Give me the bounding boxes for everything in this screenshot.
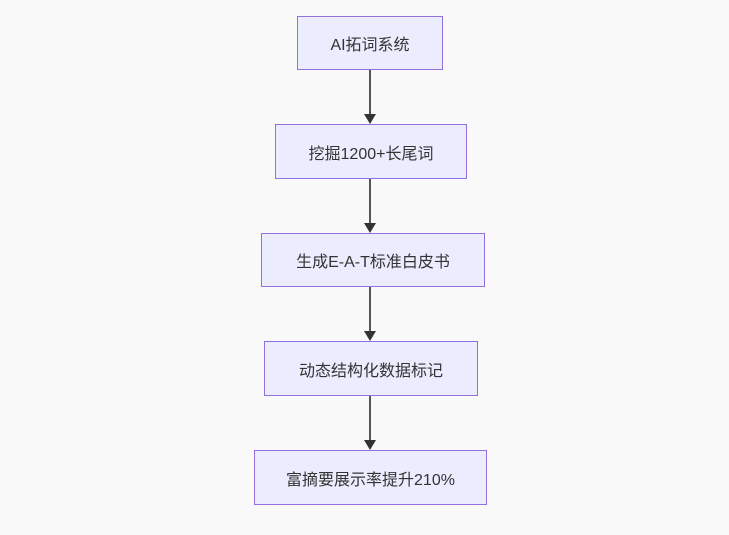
- edge-line: [369, 287, 371, 333]
- flow-edge-2: [364, 179, 376, 233]
- edge-line: [369, 396, 371, 442]
- flow-edge-3: [364, 287, 376, 341]
- flow-node-longtail-mining: 挖掘1200+长尾词: [275, 124, 467, 179]
- arrowhead-down-icon: [364, 114, 376, 124]
- flow-node-rich-snippet-result: 富摘要展示率提升210%: [254, 450, 487, 505]
- flow-node-eat-whitepaper: 生成E-A-T标准白皮书: [261, 233, 485, 287]
- arrowhead-down-icon: [364, 223, 376, 233]
- arrowhead-down-icon: [364, 440, 376, 450]
- flow-node-ai-word-expansion: AI拓词系统: [297, 16, 443, 70]
- edge-line: [369, 179, 371, 225]
- flow-node-structured-data-markup: 动态结构化数据标记: [264, 341, 478, 396]
- flow-edge-1: [364, 70, 376, 124]
- arrowhead-down-icon: [364, 331, 376, 341]
- edge-line: [369, 70, 371, 116]
- flow-edge-4: [364, 396, 376, 450]
